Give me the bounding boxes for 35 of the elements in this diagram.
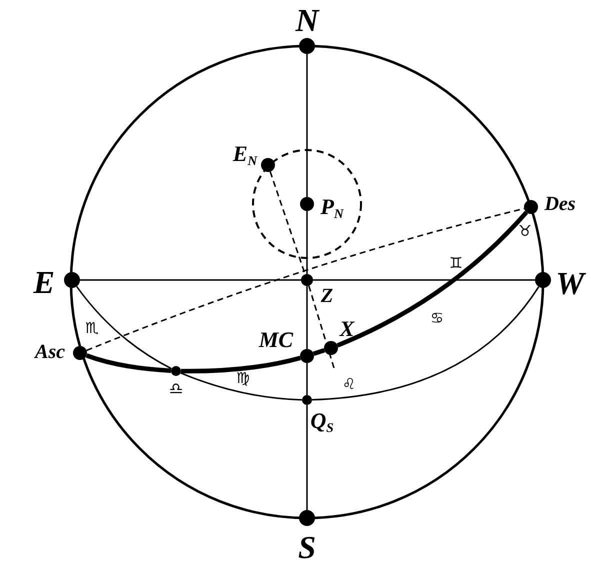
point-label: E$_{N}$ [232, 142, 258, 168]
point-label: W [556, 267, 584, 299]
line [312, 348, 326, 356]
arc-line [86, 353, 172, 373]
arc-line [181, 356, 301, 374]
arc-line [336, 210, 528, 348]
line [313, 279, 535, 281]
point-label: Q$_{S}$ [310, 410, 334, 434]
point-label: E [33, 266, 55, 298]
point-label: S [298, 531, 316, 563]
dashed-line [308, 285, 335, 368]
line [80, 279, 301, 281]
zodiac-sign: ♉ [518, 224, 532, 238]
point-label: Des [544, 194, 576, 214]
point-label: Asc [35, 342, 65, 362]
line [306, 286, 308, 349]
zodiac-sign: ♊ [449, 256, 463, 270]
zodiac-sign: ♍ [236, 370, 250, 386]
zodiac-sign: ♏ [85, 320, 99, 336]
line [306, 363, 308, 395]
point-label: X [340, 318, 354, 340]
arc-line [76, 286, 172, 370]
zodiac-sign: ♌ [342, 376, 356, 392]
line [306, 211, 308, 274]
point-label: MC [258, 329, 294, 351]
zodiac-sign: ♎ [168, 381, 184, 397]
zodiac-sign: ♋ [430, 310, 444, 326]
arc-line [180, 372, 302, 401]
point-label: N [295, 4, 319, 36]
arc-line [312, 286, 540, 401]
line [306, 54, 308, 197]
point-label: P$_{N}$ [320, 196, 344, 220]
point-label: Z [320, 286, 334, 306]
dashed-line [270, 171, 306, 275]
line [306, 405, 308, 510]
